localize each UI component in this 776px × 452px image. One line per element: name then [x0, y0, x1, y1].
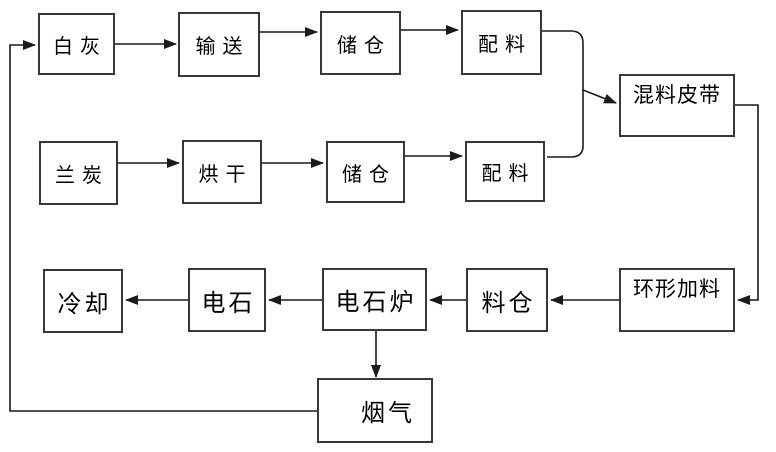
node-carbide-label: 电石 [201, 288, 256, 317]
node-drying-label: 烘干 [198, 161, 253, 186]
node-flue-gas-label: 烟气 [361, 399, 415, 427]
edge-bus-to-mixbelt [582, 89, 617, 104]
node-carbide-furnace: 电石炉 [322, 268, 427, 331]
node-convey-label: 输送 [195, 34, 250, 58]
node-mixing-belt: 混料皮带 [619, 74, 735, 137]
node-storage-bin-1-label: 储仓 [337, 32, 391, 57]
node-cooling-label: 冷却 [57, 289, 112, 318]
node-storage-bin-2: 储仓 [326, 141, 405, 203]
node-hopper: 料仓 [466, 268, 548, 332]
node-batching-1: 配料 [461, 10, 542, 75]
node-storage-bin-1: 储仓 [320, 11, 401, 75]
node-cooling: 冷却 [43, 269, 123, 333]
node-storage-bin-2-label: 储仓 [342, 161, 396, 186]
node-mixing-belt-label: 混料皮带 [633, 82, 721, 107]
node-convey: 输送 [178, 12, 260, 77]
node-ring-feeder-label: 环形加料 [633, 277, 721, 301]
node-ring-feeder: 环形加料 [619, 268, 735, 332]
edge-fluegas-to-lime [9, 40, 317, 412]
node-batching-2: 配料 [465, 141, 545, 202]
node-drying: 烘干 [182, 140, 262, 204]
edge-mixbelt-to-ringfeeder [735, 104, 759, 305]
node-batching-2-label: 配料 [481, 161, 536, 185]
node-lime-label: 白灰 [53, 33, 107, 58]
edge-batch-merge-bus [542, 30, 584, 158]
node-hopper-label: 料仓 [481, 288, 536, 317]
node-batching-1-label: 配料 [478, 32, 532, 56]
node-lime: 白灰 [38, 13, 115, 75]
node-semi-coke-label: 兰炭 [55, 162, 109, 187]
node-semi-coke: 兰炭 [39, 141, 118, 205]
node-flue-gas: 烟气 [317, 378, 433, 443]
node-carbide: 电石 [188, 268, 266, 332]
node-carbide-furnace-label: 电石炉 [335, 288, 417, 316]
